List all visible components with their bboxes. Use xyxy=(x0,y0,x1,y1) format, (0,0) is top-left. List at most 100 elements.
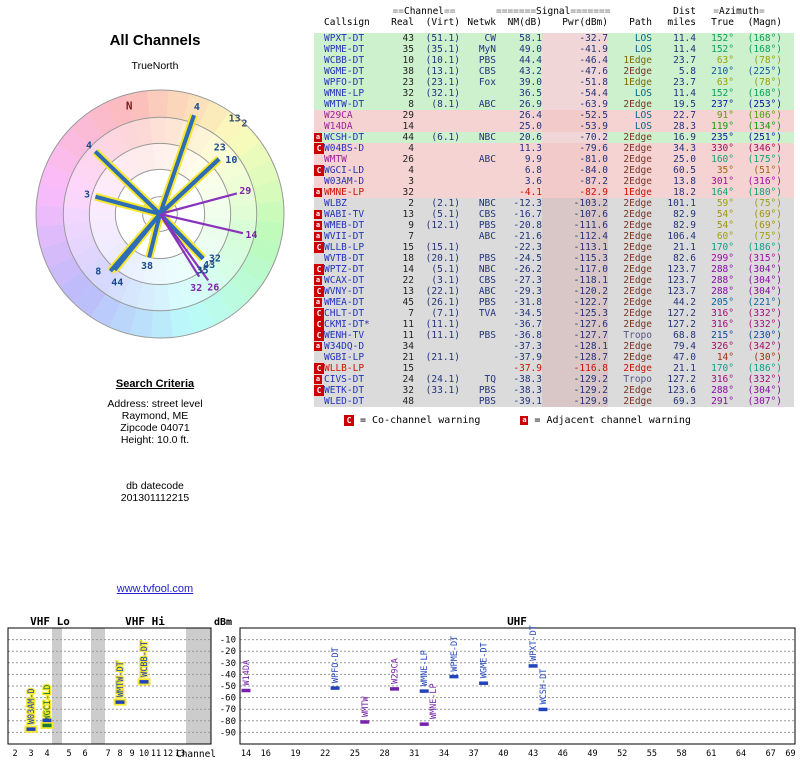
x-tick-label: 67 xyxy=(766,749,776,759)
radar-channel-label: 35 xyxy=(197,265,209,276)
x-tick-label: 6 xyxy=(82,749,87,759)
radar-channel-label: 8 xyxy=(95,267,101,278)
co-channel-flag-icon: C xyxy=(314,143,324,154)
x-tick-label: 25 xyxy=(350,749,360,759)
x-tick-label: 31 xyxy=(409,749,419,759)
signal-bar xyxy=(241,688,251,693)
compass-sector xyxy=(152,143,165,170)
radar-channel-label: 13 xyxy=(229,113,241,124)
compass-sector xyxy=(73,283,106,317)
compass-sector xyxy=(101,164,128,190)
signal-bar xyxy=(330,686,340,690)
compass-sector xyxy=(140,143,156,172)
bar-callsign-label: WMNE-LP xyxy=(420,650,430,686)
compass-sector xyxy=(89,209,116,222)
signal-bar xyxy=(42,718,52,723)
bar-callsign-label: WMNE-LP xyxy=(429,683,439,719)
compass-sector xyxy=(59,270,93,304)
bar-callsign-label: W29CA xyxy=(391,658,401,684)
radar-channel-label: 4 xyxy=(194,102,200,113)
bar-callsign-label: WCBB-DT xyxy=(140,641,150,677)
compass-sector xyxy=(178,149,200,177)
x-tick-label: 5 xyxy=(66,749,71,759)
compass-sector xyxy=(223,171,253,195)
bar-callsign-label: WPME-DT xyxy=(450,636,460,672)
table-group-header: ==Channel=========Signal=======Dist=Azim… xyxy=(392,6,765,17)
compass-sector xyxy=(253,220,284,244)
dbm-axis-label: dBm xyxy=(214,617,232,628)
page-title: All Channels xyxy=(109,32,201,49)
co-channel-flag-icon: C xyxy=(314,308,324,319)
radar-spoke xyxy=(94,194,161,216)
compass-sector xyxy=(252,179,284,204)
adjacent-channel-flag-icon: a xyxy=(314,210,322,219)
compass-sector xyxy=(71,159,102,186)
radar-spoke xyxy=(159,212,244,235)
compass-sector xyxy=(48,256,82,287)
north-label: N xyxy=(126,100,133,113)
search-criteria-heading: Search Criteria xyxy=(115,378,195,390)
adjacent-channel-flag-icon: a xyxy=(314,188,322,197)
x-tick-label: 64 xyxy=(736,749,746,759)
compass-sector xyxy=(40,240,74,269)
x-tick-label: 13 xyxy=(175,749,185,759)
radar-ring xyxy=(114,168,206,260)
datecode-value: 201301112215 xyxy=(120,492,190,504)
bar-callsign-label: WCSH-DT xyxy=(539,669,549,705)
datecode: db datecode 201301112215 xyxy=(0,480,310,504)
x-tick-label: 2 xyxy=(12,749,17,759)
compass-sector xyxy=(57,127,91,160)
radar-spoke xyxy=(147,213,162,258)
x-tick-label: 28 xyxy=(379,749,389,759)
x-tick-label: 43 xyxy=(528,749,538,759)
compass-sector xyxy=(256,201,284,223)
compass-sector xyxy=(147,89,169,118)
uhf-plot-frame xyxy=(239,627,796,745)
compass-sector xyxy=(117,121,141,151)
compass-sector xyxy=(167,281,187,311)
station-table: ==Channel=========Signal=======Dist=Azim… xyxy=(314,6,794,407)
compass-sector xyxy=(63,207,90,225)
bar-callsign-label: WMTW xyxy=(361,696,371,717)
compass-sector xyxy=(151,310,173,338)
compass-sector xyxy=(188,125,215,156)
y-tick-label: -20 xyxy=(220,647,236,657)
radar-spoke xyxy=(159,213,201,278)
compass-sector xyxy=(214,111,247,145)
radar-spoke xyxy=(158,157,221,216)
search-city: Raymond, ME xyxy=(121,410,189,422)
radar-channel-label: 32 xyxy=(209,253,221,264)
x-tick-label: 58 xyxy=(676,749,686,759)
compass-sector xyxy=(79,146,110,175)
compass-sector xyxy=(197,232,225,254)
compass-sector xyxy=(153,284,171,311)
compass-sector xyxy=(81,255,111,284)
compass-sector xyxy=(192,238,219,264)
compass-sector xyxy=(163,143,178,171)
compass-sector xyxy=(109,302,137,335)
signal-bar xyxy=(419,722,429,726)
co-channel-flag-icon: C xyxy=(314,363,324,374)
x-tick-label: 3 xyxy=(28,749,33,759)
compass-sector xyxy=(87,102,118,136)
compass-sector xyxy=(109,156,134,183)
compass-sector xyxy=(63,190,92,210)
co-channel-flag-icon: C xyxy=(314,385,324,396)
compass-sector xyxy=(200,183,228,202)
x-tick-label: 16 xyxy=(261,749,271,759)
tvfool-link[interactable]: www.tvfool.com xyxy=(116,583,194,595)
